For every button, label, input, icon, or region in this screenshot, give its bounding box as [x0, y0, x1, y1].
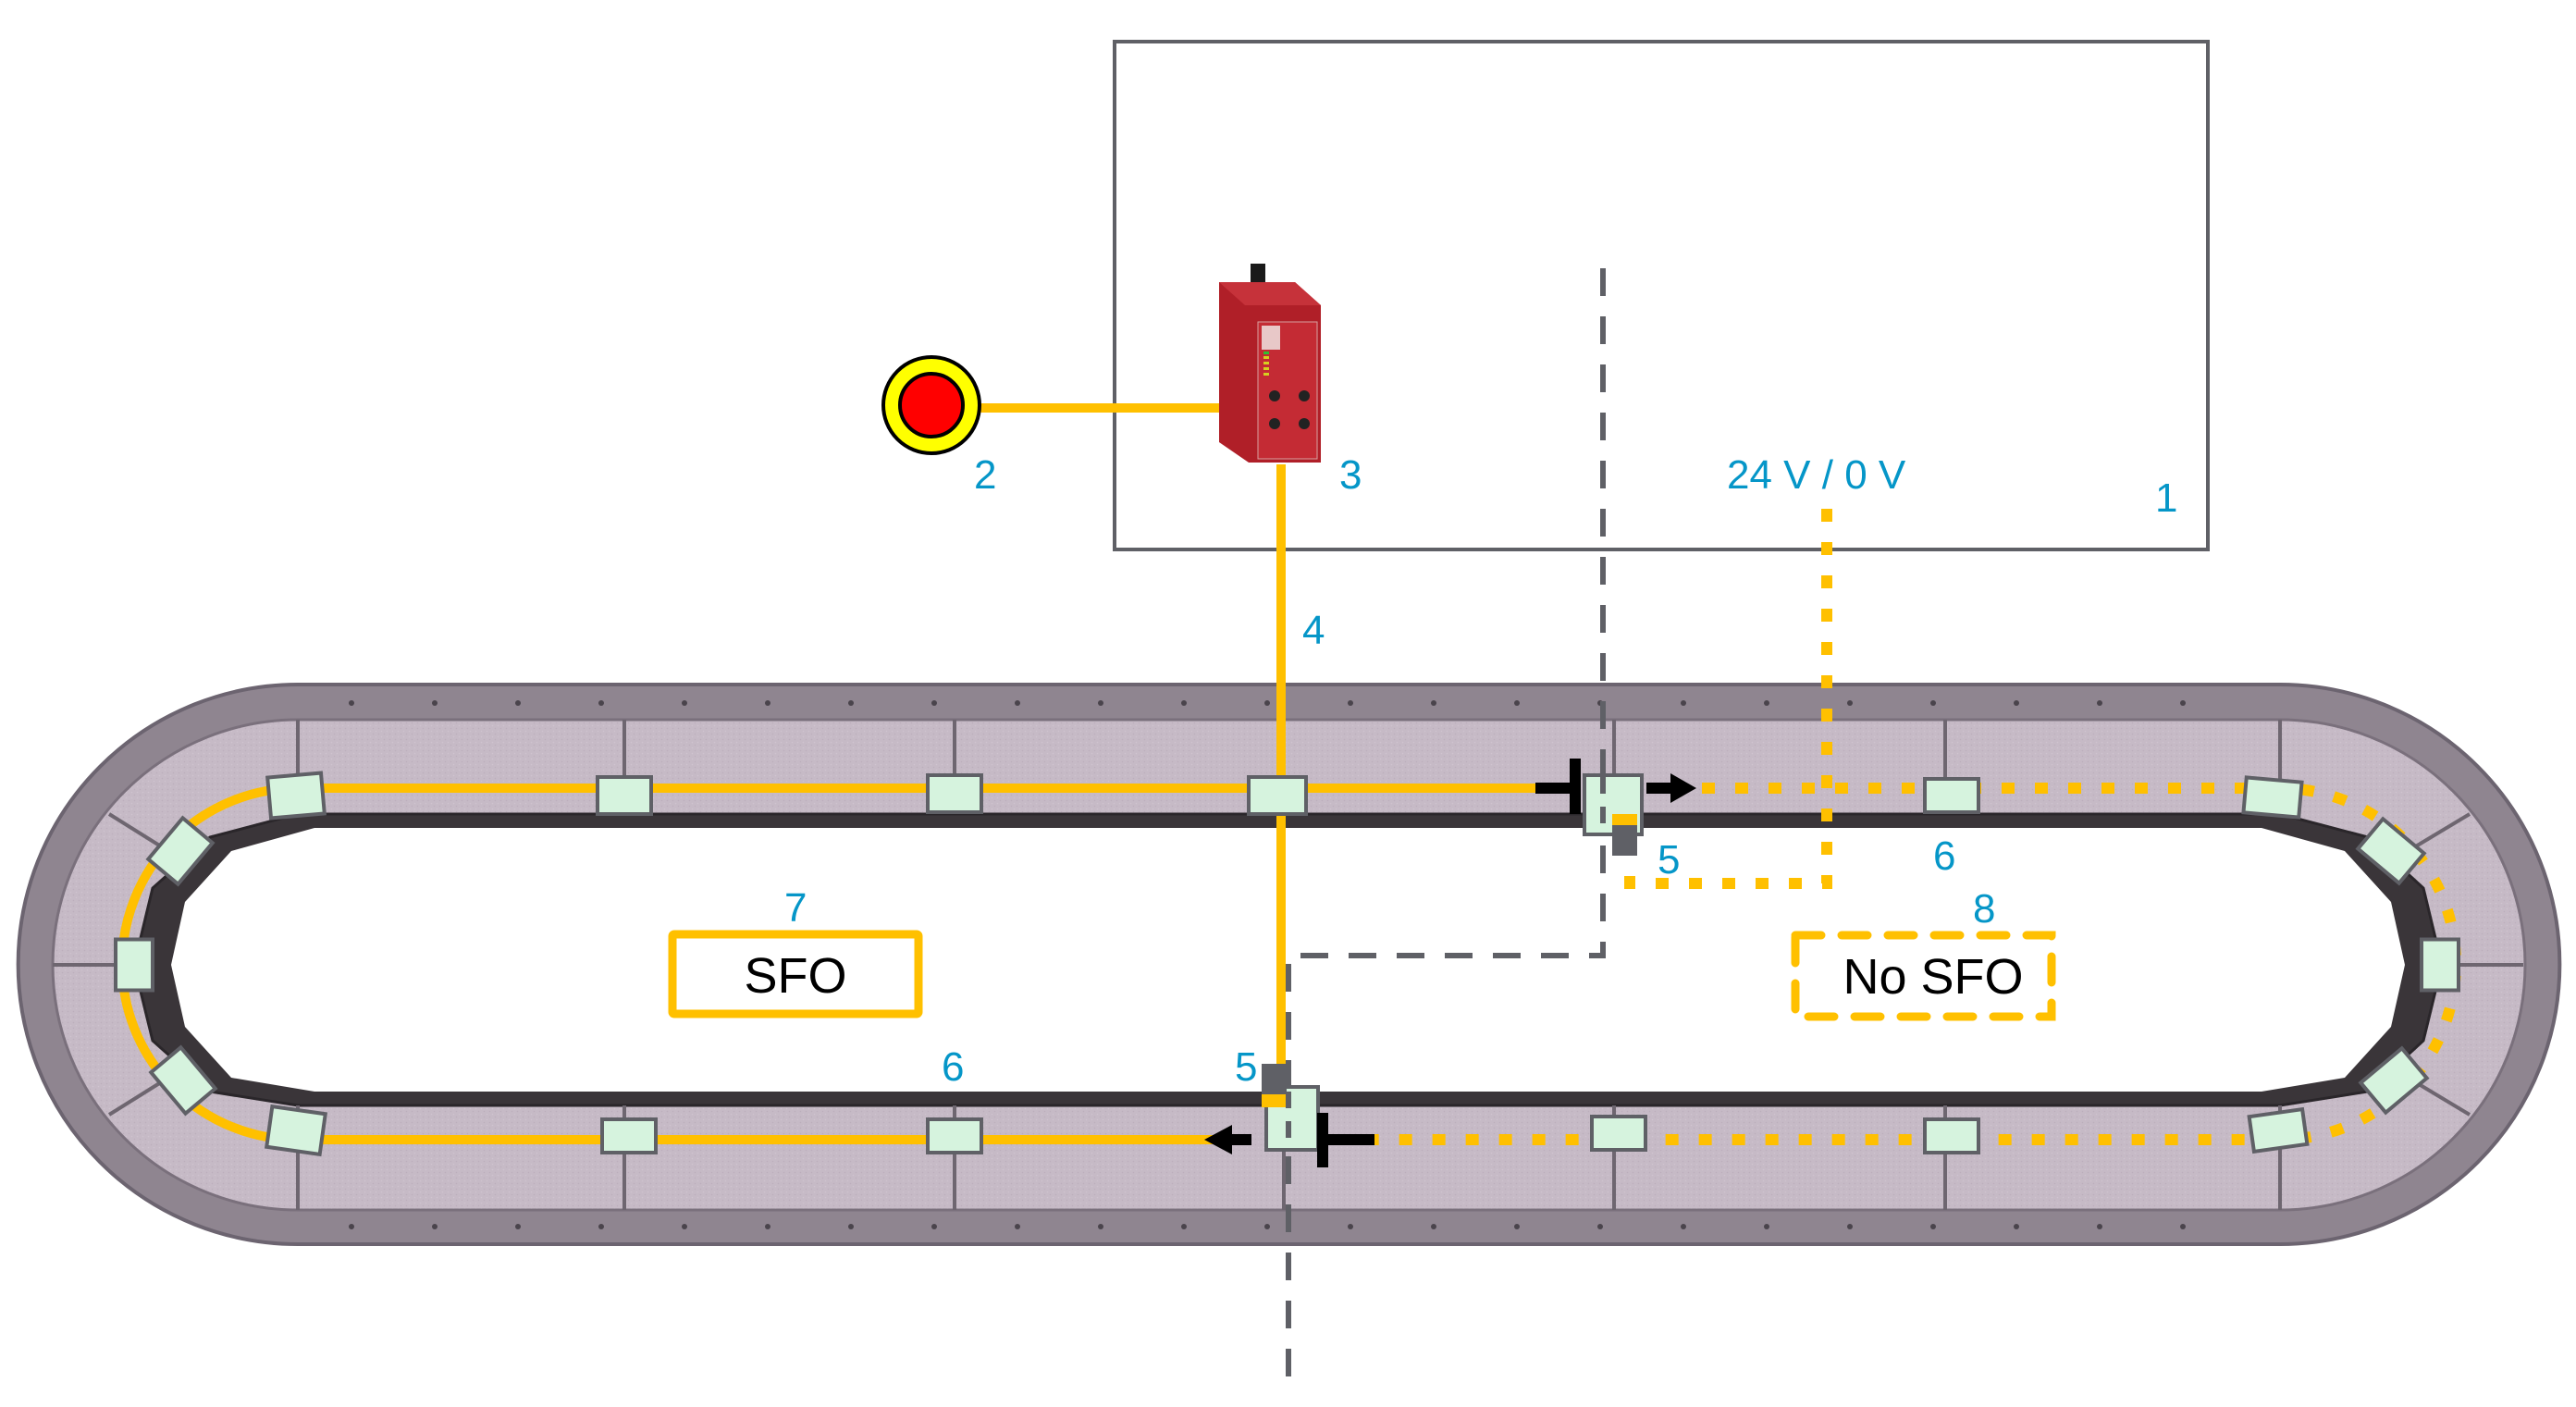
- control-cabinet: [1113, 40, 2210, 551]
- frame-bolt: [2180, 700, 2186, 706]
- frame-bolt: [1930, 700, 1936, 706]
- frame-bolt: [1431, 1224, 1436, 1229]
- callout-cabinet: 1: [2155, 475, 2177, 521]
- frame-bolt: [1847, 700, 1853, 706]
- frame-bolt: [515, 1224, 521, 1229]
- callout-safety-relay: 3: [1339, 452, 1362, 498]
- callout-emergency-stop: 2: [974, 452, 996, 498]
- injection-point-upper: [1535, 759, 1696, 856]
- frame-bolt: [2014, 1224, 2019, 1229]
- frame-bolt: [1015, 700, 1020, 706]
- frame-bolt: [2097, 1224, 2102, 1229]
- frame-bolt: [2180, 1224, 2186, 1229]
- callout-sfo-zone: 7: [784, 885, 807, 931]
- emergency-stop-button[interactable]: [881, 355, 981, 455]
- frame-bolt: [515, 700, 521, 706]
- frame-bolt: [598, 1224, 604, 1229]
- frame-bolt: [848, 700, 854, 706]
- frame-bolt: [848, 1224, 854, 1229]
- frame-bolt: [1015, 1224, 1020, 1229]
- frame-bolt: [1597, 1224, 1603, 1229]
- frame-bolt: [432, 700, 438, 706]
- frame-bolt: [1181, 1224, 1187, 1229]
- carrier: [2247, 1106, 2310, 1154]
- frame-bolt: [1681, 1224, 1686, 1229]
- carrier: [926, 1117, 983, 1154]
- frame-bolt: [598, 700, 604, 706]
- injection-point-lower: [1204, 1064, 1374, 1167]
- zone-boundary-line: [1286, 268, 1606, 1378]
- frame-bolt: [1514, 700, 1520, 706]
- carrier: [148, 1044, 218, 1117]
- frame-bolt: [349, 700, 354, 706]
- carrier: [2420, 937, 2460, 993]
- frame-bolt: [1348, 1224, 1353, 1229]
- frame-bolt: [1847, 1224, 1853, 1229]
- arrow-left-icon: [1204, 1125, 1232, 1154]
- arrow-right-icon: [1670, 773, 1696, 803]
- supply-cable: [1624, 509, 1832, 889]
- safety-module: [1219, 264, 1321, 463]
- no-sfo-label: No SFO: [1843, 949, 2023, 1005]
- frame-bolt: [1930, 1224, 1936, 1229]
- frame-bolt: [1098, 1224, 1103, 1229]
- frame-bolt: [765, 700, 770, 706]
- frame-bolt: [349, 1224, 354, 1229]
- callout-safety-cable: 4: [1302, 608, 1325, 653]
- carrier: [600, 1117, 658, 1154]
- carrier: [265, 771, 327, 821]
- sfo-zone-box: SFO: [668, 930, 923, 1018]
- frame-bolt: [1681, 700, 1686, 706]
- frame-bolt: [682, 700, 687, 706]
- frame-bolt: [1098, 700, 1103, 706]
- carrier: [1923, 777, 1980, 814]
- no-sfo-zone-box: No SFO: [1791, 931, 2056, 1021]
- frame-bolt: [931, 700, 937, 706]
- carrier: [1590, 1115, 1647, 1152]
- carrier: [145, 815, 216, 887]
- callout-no-sfo-zone: 8: [1973, 886, 1995, 932]
- frame-bolt: [682, 1224, 687, 1229]
- callout-carrier-right: 6: [1933, 833, 1955, 879]
- frame-bolt: [1348, 700, 1353, 706]
- carrier: [1923, 1117, 1980, 1154]
- frame-bolt: [765, 1224, 770, 1229]
- carrier: [1247, 775, 1308, 816]
- carrier: [926, 773, 983, 814]
- carrier: [2358, 1045, 2430, 1116]
- carrier: [596, 775, 653, 816]
- supply-voltage-label: 24 V / 0 V: [1727, 452, 1906, 498]
- carrier: [264, 1104, 328, 1157]
- sfo-label: SFO: [744, 948, 846, 1004]
- frame-bolt: [1764, 1224, 1769, 1229]
- frame-bolt: [1431, 700, 1436, 706]
- estop-red-button-icon: [898, 372, 965, 438]
- frame-bolt: [1764, 700, 1769, 706]
- frame-bolt: [2014, 700, 2019, 706]
- carrier: [2355, 816, 2427, 886]
- carrier: [114, 937, 154, 993]
- frame-bolt: [931, 1224, 937, 1229]
- frame-bolt: [1514, 1224, 1520, 1229]
- frame-bolt: [1181, 700, 1187, 706]
- callout-injection-lower: 5: [1235, 1044, 1257, 1090]
- frame-bolt: [432, 1224, 438, 1229]
- callout-injection-upper: 5: [1658, 837, 1680, 882]
- frame-bolt: [2097, 700, 2102, 706]
- track-inner-opening: [171, 828, 2405, 1092]
- callout-carrier-left: 6: [942, 1044, 964, 1090]
- carrier: [2241, 775, 2304, 820]
- frame-bolt: [1264, 1224, 1270, 1229]
- frame-bolt: [1264, 700, 1270, 706]
